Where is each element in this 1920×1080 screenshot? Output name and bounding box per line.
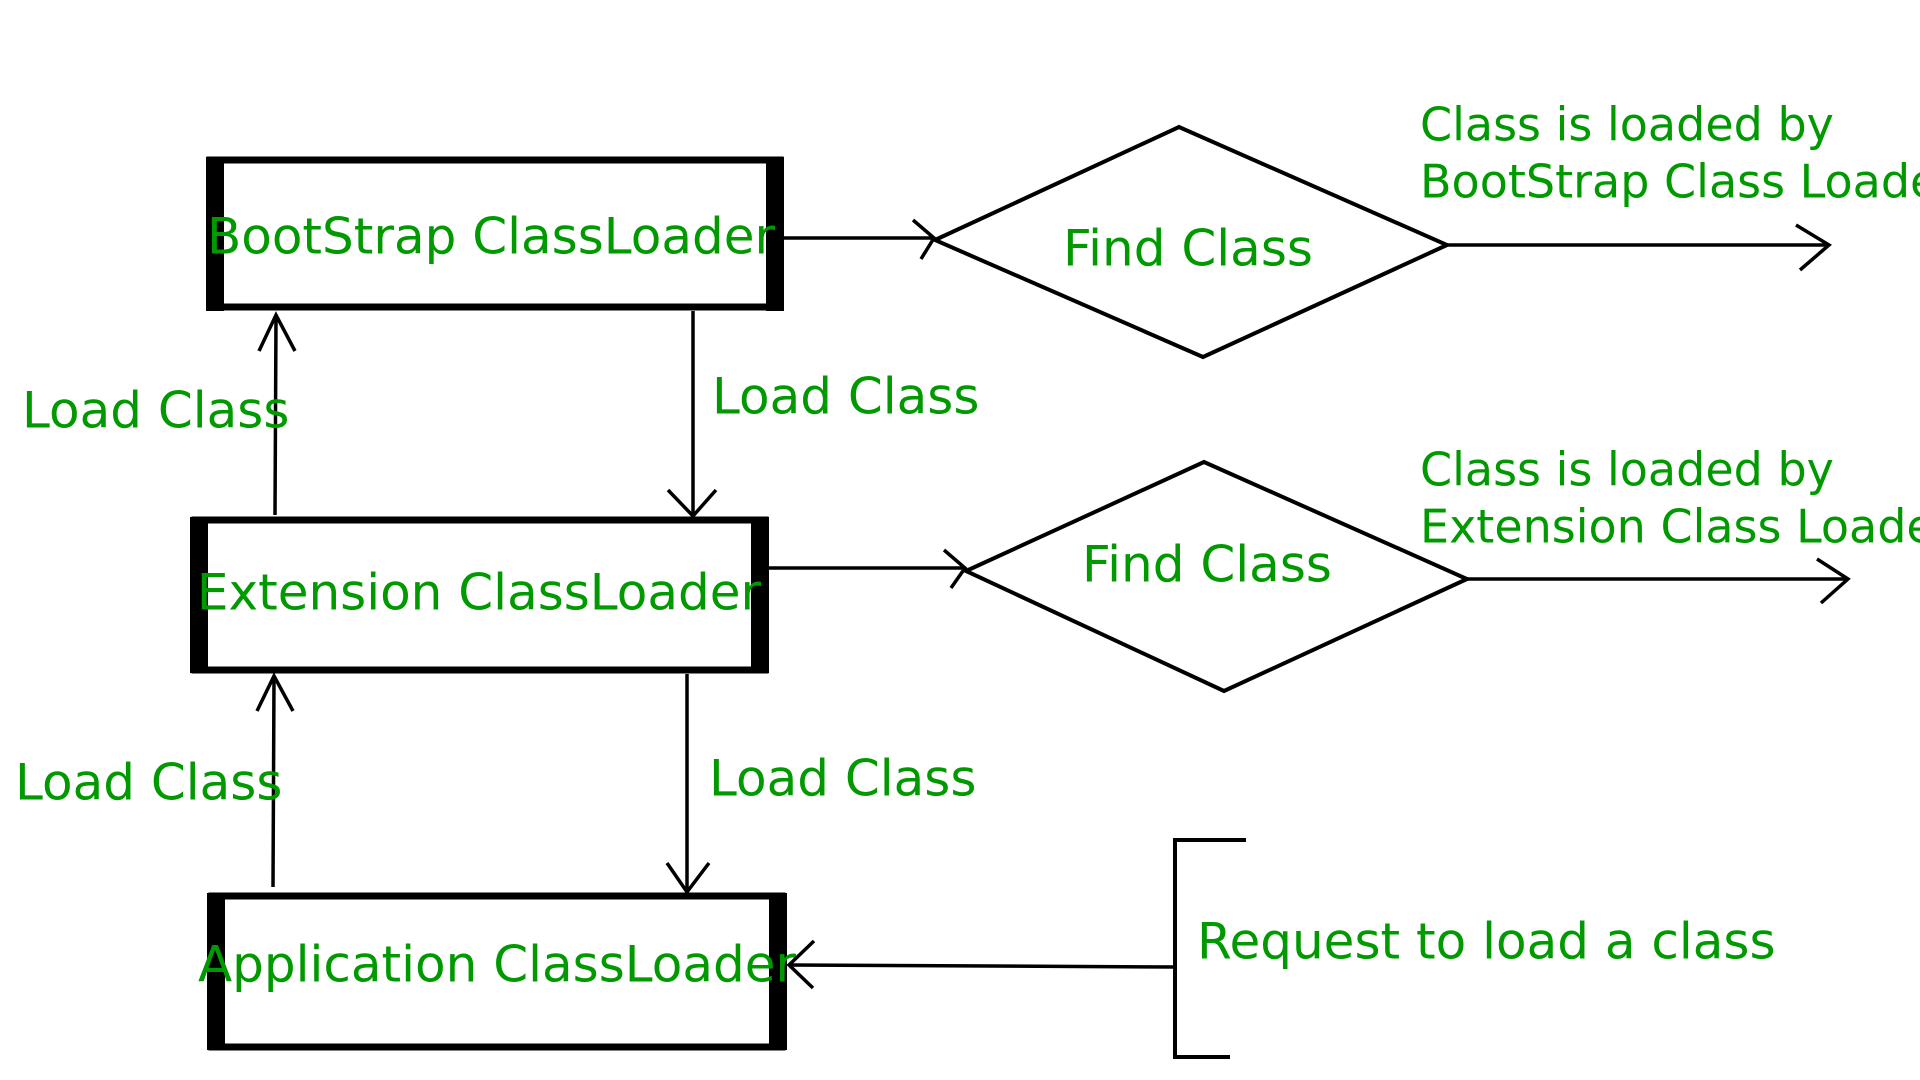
find-class-1-label: Find Class: [1063, 220, 1313, 278]
load-class-label-ext-to-boot: Load Class: [22, 382, 289, 440]
load-class-label-app-to-ext: Load Class: [15, 754, 282, 812]
find-class-2-result-arrow: [1467, 557, 1851, 605]
find-class-1-result-arrow: [1447, 223, 1832, 272]
extension-result-line1: Class is loaded by: [1420, 443, 1834, 497]
request-label: Request to load a class: [1197, 913, 1776, 971]
load-class-label-ext-to-app: Load Class: [709, 750, 976, 808]
extension-to-application-arrow: [665, 674, 711, 895]
application-classloader-node: Application ClassLoader: [198, 892, 797, 1051]
app-to-extension-arrow: [255, 672, 295, 888]
extension-classloader-node: Extension ClassLoader: [190, 516, 769, 674]
extension-classloader-label: Extension ClassLoader: [197, 564, 762, 622]
bootstrap-classloader-label: BootStrap ClassLoader: [207, 208, 776, 266]
extension-to-find-class-arrow: [769, 548, 968, 590]
find-class-2-node: Find Class: [961, 459, 1472, 694]
bootstrap-result-line2: BootStrap Class Loader: [1420, 155, 1920, 209]
bootstrap-to-extension-arrow: [666, 311, 718, 519]
find-class-2-label: Find Class: [1082, 536, 1332, 594]
request-bracket: [1173, 838, 1246, 1059]
application-classloader-label: Application ClassLoader: [198, 936, 797, 994]
extension-to-bootstrap-arrow: [257, 311, 297, 516]
extension-result-line2: Extension Class Loader: [1420, 500, 1920, 554]
bootstrap-to-find-class-arrow: [784, 218, 937, 260]
request-to-application-arrow: [786, 939, 1176, 990]
find-class-1-node: Find Class: [930, 124, 1452, 360]
bootstrap-classloader-node: BootStrap ClassLoader: [206, 156, 784, 311]
load-class-label-boot-to-ext: Load Class: [712, 368, 979, 426]
bootstrap-result-line1: Class is loaded by: [1420, 98, 1834, 152]
